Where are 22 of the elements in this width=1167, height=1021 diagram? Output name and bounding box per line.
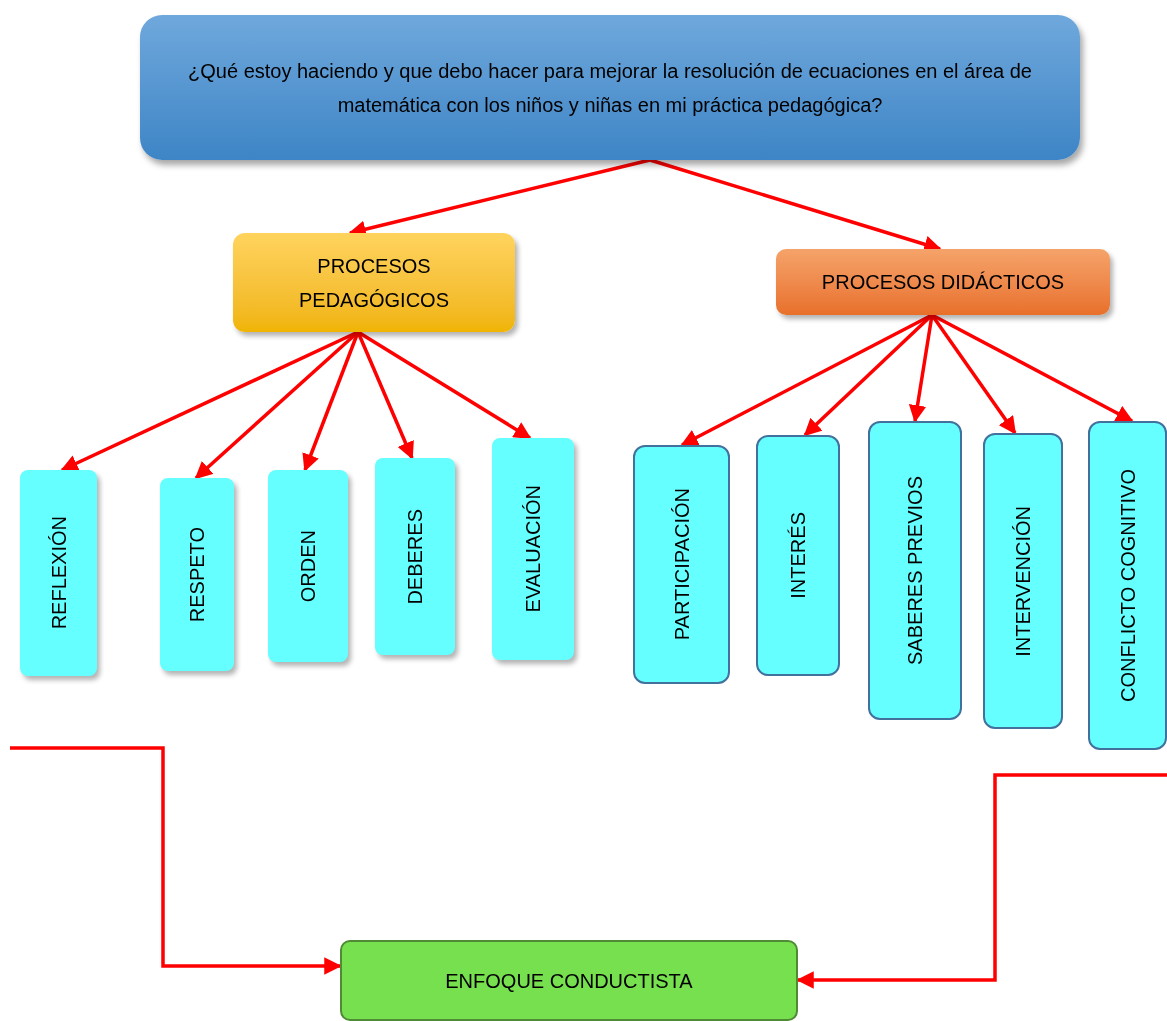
concept-box: INTERÉS — [756, 435, 840, 676]
concept-box: ORDEN — [268, 470, 348, 662]
arrow — [796, 773, 1167, 989]
arrow — [930, 314, 1017, 435]
concept-box: EVALUACIÓN — [492, 438, 574, 660]
concept-box: SABERES PREVIOS — [868, 421, 962, 720]
concept-box: RESPETO — [160, 478, 234, 671]
title-box: PROCESOS PEDAGÓGICOS — [233, 233, 515, 332]
concept-box: CONFLICTO COGNITIVO — [1088, 421, 1167, 750]
arrow — [931, 313, 1134, 423]
arrow — [357, 330, 532, 440]
concept-box: DEBERES — [375, 458, 455, 655]
arrow — [10, 746, 342, 975]
title-box: ENFOQUE CONDUCTISTA — [340, 940, 798, 1021]
concept-box: REFLEXIÓN — [20, 470, 97, 676]
arrow — [302, 331, 360, 472]
arrow — [908, 314, 934, 423]
concept-box: INTERVENCIÓN — [983, 433, 1063, 729]
arrow — [356, 331, 414, 460]
concept-box: PARTICIPACIÓN — [633, 445, 730, 684]
title-box: ¿Qué estoy haciendo y que debo hacer para mejorar la resolución de ecuaciones en el área de matemática con los niños y niñas en mi práctica pedagógica? — [140, 15, 1080, 160]
title-box: PROCESOS DIDÁCTICOS — [776, 249, 1110, 315]
